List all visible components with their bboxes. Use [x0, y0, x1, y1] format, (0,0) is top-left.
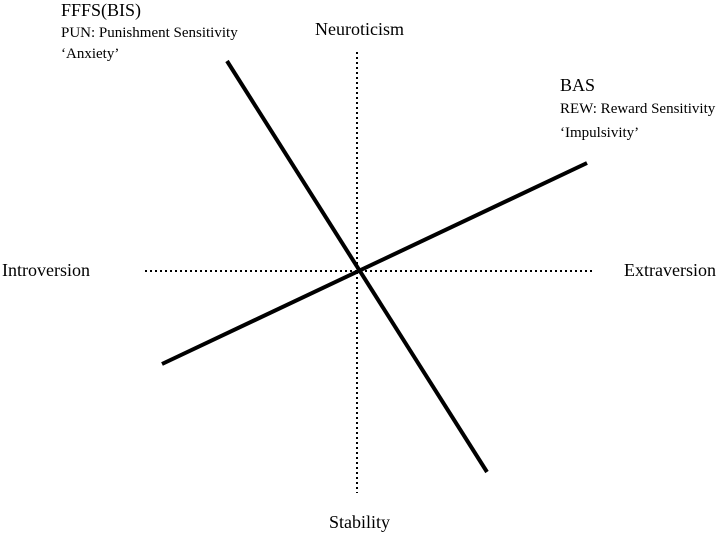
- bas-line: [161, 161, 588, 366]
- neuroticism-label: Neuroticism: [315, 19, 404, 39]
- fffs-bis-line: [225, 59, 489, 474]
- punishment-sensitivity-label: PUN: Punishment Sensitivity: [61, 25, 238, 41]
- fffs-bis-label: FFFS(BIS): [61, 0, 142, 20]
- bas-label: BAS: [560, 75, 596, 95]
- stability-label: Stability: [329, 512, 391, 532]
- extraversion-label: Extraversion: [624, 260, 716, 280]
- introversion-label: Introversion: [2, 260, 90, 280]
- anxiety-label: ‘Anxiety’: [61, 46, 120, 62]
- reward-sensitivity-label: REW: Reward Sensitivity: [560, 101, 716, 117]
- impulsivity-label: ‘Impulsivity’: [560, 125, 640, 141]
